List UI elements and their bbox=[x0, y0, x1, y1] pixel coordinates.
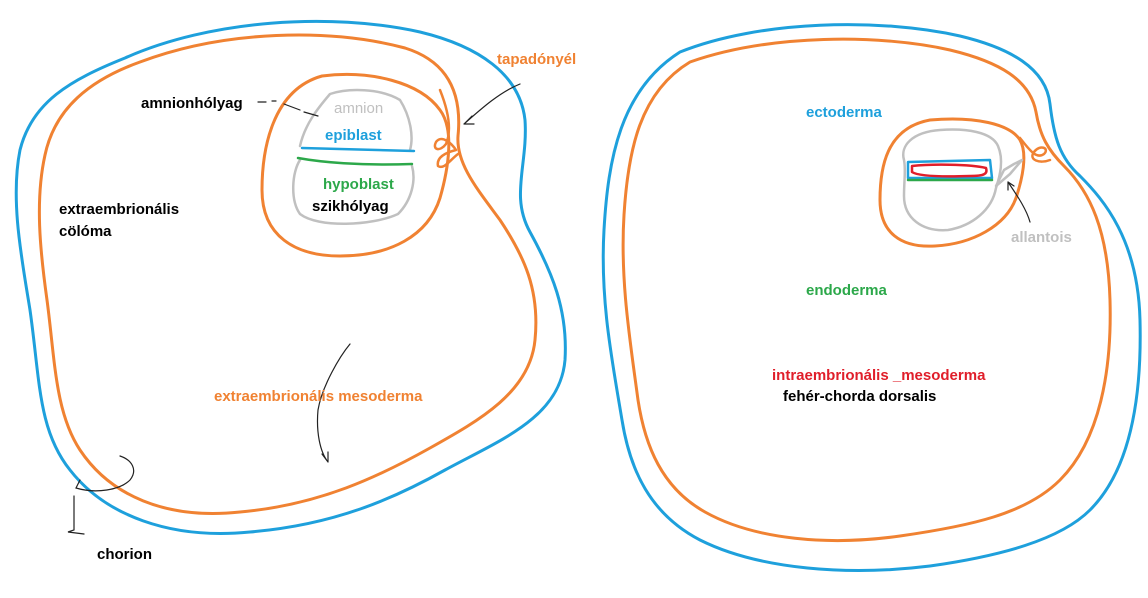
left-pointer-tapadonyel bbox=[463, 83, 521, 125]
right-chorion-outline bbox=[601, 23, 1142, 572]
right-ectoderm-line bbox=[906, 158, 994, 180]
label-chorion: chorion bbox=[97, 546, 152, 563]
right-allantois bbox=[994, 158, 1024, 188]
left-pointer-mesoderm bbox=[316, 343, 351, 463]
left-hypoblast-line bbox=[296, 156, 414, 166]
left-panel: tapadónyél amnionhólyag amnion epiblast … bbox=[14, 19, 576, 563]
right-pointer-allantois bbox=[1007, 181, 1031, 223]
label-extra-mesoderm: extraembrionális mesoderma bbox=[214, 388, 423, 405]
left-yolk-sac bbox=[292, 158, 415, 225]
label-epiblast: epiblast bbox=[325, 127, 382, 144]
left-germ-disc-circle bbox=[260, 72, 451, 258]
label-szikholyag: szikhólyag bbox=[312, 198, 389, 215]
left-amnion-sac bbox=[298, 88, 413, 152]
left-pointer-chorion bbox=[67, 455, 135, 535]
left-pointer-amnionholyag bbox=[257, 100, 319, 117]
right-intraembryonic-mesoderm bbox=[910, 163, 988, 178]
label-coloma-line1: extraembrionális bbox=[59, 201, 179, 218]
label-allantois: allantois bbox=[1011, 229, 1072, 246]
label-endoderma: endoderma bbox=[806, 282, 888, 299]
label-coloma-line2: cölóma bbox=[59, 223, 112, 240]
right-extraembryonic-mesoderm-outline bbox=[621, 37, 1112, 542]
left-chorion-outline bbox=[14, 19, 567, 535]
left-connecting-stalk bbox=[433, 88, 460, 169]
right-panel: ectoderma allantois endoderma intraembri… bbox=[601, 23, 1142, 572]
right-amnion-yolk bbox=[902, 128, 1003, 232]
left-extraembryonic-mesoderm-outline bbox=[37, 33, 538, 515]
right-connecting-stalk bbox=[1018, 136, 1052, 163]
right-germ-disc-circle bbox=[878, 117, 1026, 248]
label-tapadonyel: tapadónyél bbox=[497, 51, 576, 68]
left-epiblast-line bbox=[300, 146, 416, 153]
label-amnion: amnion bbox=[334, 100, 383, 117]
label-hypoblast: hypoblast bbox=[323, 176, 394, 193]
label-chorda: fehér-chorda dorsalis bbox=[783, 388, 936, 405]
label-ectoderma: ectoderma bbox=[806, 104, 883, 121]
label-intra-mesoderm: intraembrionális _mesoderma bbox=[772, 367, 986, 384]
label-amnionholyag: amnionhólyag bbox=[141, 95, 243, 112]
